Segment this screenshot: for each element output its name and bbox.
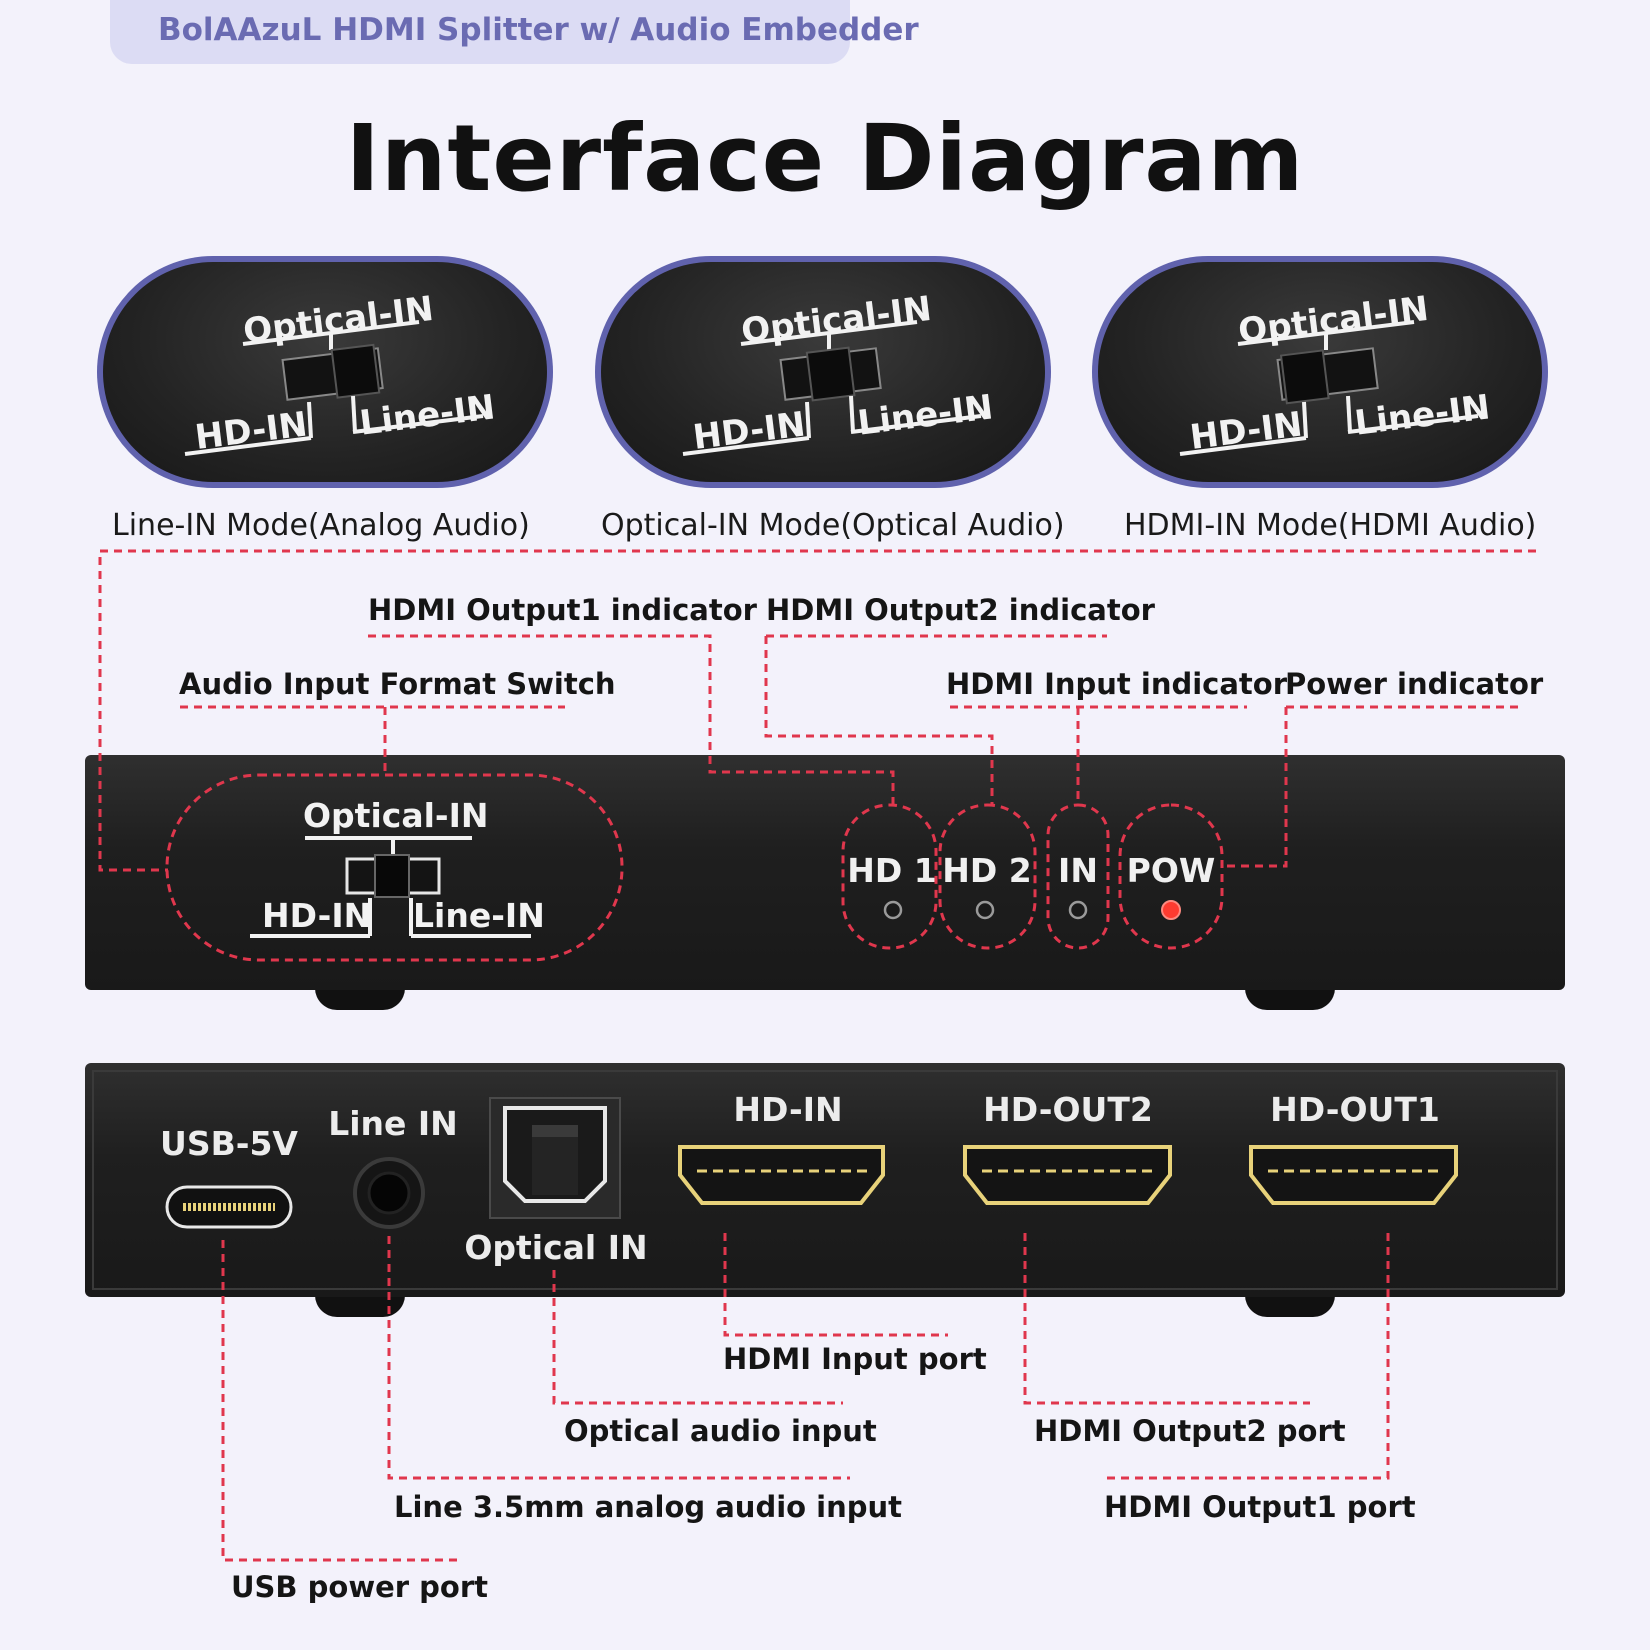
callout-output1-indicator: HDMI Output1 indicator [368,593,757,627]
callout-hdmi-output1-port: HDMI Output1 port [1104,1490,1416,1524]
front-audio-switch-knob [374,854,410,898]
callout-optical-audio-input: Optical audio input [564,1414,877,1448]
callout-hdmi-output2-port: HDMI Output2 port [1034,1414,1346,1448]
device-front-panel: Optical-IN HD-IN Line-IN HD 1 HD 2 IN PO… [85,755,1565,990]
mode-switch-knob [330,343,381,399]
led-hd1-icon [883,900,903,920]
back-panel-artwork: USB-5V Line IN Optical IN HD-IN HD-OUT2 … [92,1070,1558,1290]
hd-in-label: HD-IN [733,1090,842,1129]
front-panel-artwork: Optical-IN HD-IN Line-IN HD 1 HD 2 IN PO… [250,796,1216,938]
device-foot [1245,988,1335,1010]
hdmi-out2-port-icon [963,1145,1172,1205]
mode-switch-illustration: Optical-IN HD-IN Line-IN [682,289,995,458]
line-in-label: Line IN [328,1104,458,1143]
device-foot [1245,1295,1335,1317]
mode-card-hdmi-in: Optical-IN HD-IN Line-IN [1092,256,1548,488]
callout-hdmi-input-port: HDMI Input port [723,1342,987,1376]
mode-switch-knob [805,346,856,402]
hd-out2-label: HD-OUT2 [983,1090,1153,1129]
callout-line-input: Line 3.5mm analog audio input [394,1490,903,1524]
callout-output2-indicator: HDMI Output2 indicator [766,593,1155,627]
led-in-icon [1068,900,1088,920]
front-switch-label-line-in: Line-IN [413,896,545,935]
mode-switch-illustration: Optical-IN HD-IN Line-IN [184,289,497,458]
led-label-in: IN [1058,851,1098,890]
led-label-hd2: HD 2 [942,851,1031,890]
mode-switch-illustration: Optical-IN HD-IN Line-IN [1179,289,1492,458]
brand-title: BolAAzuL HDMI Splitter w/ Audio Embedder [158,12,919,48]
led-label-pow: POW [1127,851,1216,890]
mode-card-inner: Optical-IN HD-IN Line-IN [103,262,547,482]
brand-tab [110,0,850,64]
mode-caption-line-in: Line-IN Mode(Analog Audio) [112,508,530,543]
usb-label: USB-5V [160,1124,298,1163]
led-hd2-icon [975,900,995,920]
device-back-panel: USB-5V Line IN Optical IN HD-IN HD-OUT2 … [85,1063,1565,1297]
mode-switch-knob [1279,349,1330,405]
callout-usb-power-port: USB power port [231,1570,489,1604]
hdmi-in-port-icon [678,1145,885,1205]
page-title: Interface Diagram [345,105,1305,212]
led-pow-icon [1161,900,1181,920]
mode-card-inner: Optical-IN HD-IN Line-IN [601,262,1045,482]
mode-card-optical-in: Optical-IN HD-IN Line-IN [595,256,1051,488]
mode-card-line-in: Optical-IN HD-IN Line-IN [97,256,553,488]
optical-label: Optical IN [464,1228,647,1267]
mode-caption-hdmi-in: HDMI-IN Mode(HDMI Audio) [1124,508,1537,543]
mode-caption-optical-in: Optical-IN Mode(Optical Audio) [601,508,1065,543]
hdmi-out1-port-icon [1249,1145,1458,1205]
callout-audio-switch: Audio Input Format Switch [179,667,616,701]
front-switch-label-optical: Optical-IN [303,796,489,835]
led-label-hd1: HD 1 [847,851,936,890]
callout-input-indicator: HDMI Input indicator [946,667,1288,701]
hd-out1-label: HD-OUT1 [1270,1090,1440,1129]
device-foot [315,988,405,1010]
mode-card-inner: Optical-IN HD-IN Line-IN [1098,262,1542,482]
device-foot [315,1295,405,1317]
front-switch-label-hd-in: HD-IN [262,896,371,935]
callout-power-indicator: Power indicator [1285,667,1544,701]
